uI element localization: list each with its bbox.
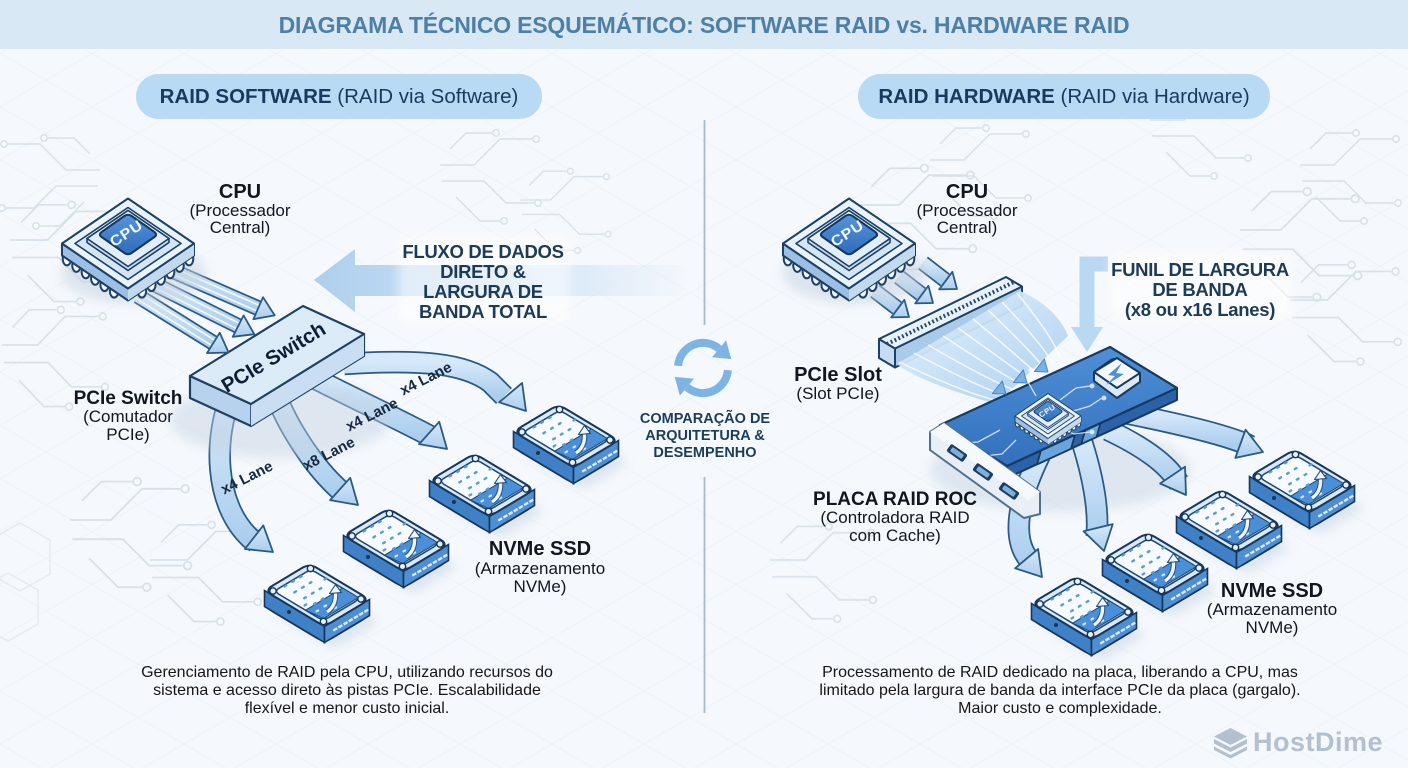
svg-text:DESEMPENHO: DESEMPENHO: [653, 445, 756, 461]
svg-text:Processamento de RAID dedicado: Processamento de RAID dedicado na placa,…: [822, 664, 1298, 681]
svg-text:NVMe): NVMe): [514, 577, 567, 596]
svg-text:NVMe): NVMe): [1246, 618, 1299, 637]
svg-text:ARQUITETURA &: ARQUITETURA &: [645, 428, 765, 444]
svg-text:(x8 ou x16 Lanes): (x8 ou x16 Lanes): [1125, 299, 1275, 320]
svg-text:sistema e acesso direto às pis: sistema e acesso direto às pistas PCIe. …: [153, 682, 541, 699]
svg-text:NVMe SSD: NVMe SSD: [489, 538, 591, 560]
svg-text:(Comutador: (Comutador: [83, 407, 173, 426]
svg-text:com Cache): com Cache): [849, 526, 941, 545]
svg-text:FLUXO DE DADOS: FLUXO DE DADOS: [402, 241, 563, 262]
svg-text:PCIe): PCIe): [106, 425, 149, 444]
svg-text:(Processador: (Processador: [189, 201, 290, 220]
svg-text:LARGURA DE: LARGURA DE: [423, 281, 543, 302]
svg-text:Maior custo e complexidade.: Maior custo e complexidade.: [958, 700, 1162, 717]
svg-text:DIAGRAMA TÉCNICO ESQUEMÁTICO:: DIAGRAMA TÉCNICO ESQUEMÁTICO: SOFTWARE R…: [279, 11, 1130, 38]
svg-text:DIRETO &: DIRETO &: [440, 261, 526, 282]
svg-text:CPU: CPU: [946, 181, 988, 203]
svg-text:PLACA RAID ROC: PLACA RAID ROC: [813, 489, 977, 510]
svg-text:FUNIL DE LARGURA: FUNIL DE LARGURA: [1111, 259, 1289, 280]
svg-text:(Slot PCIe): (Slot PCIe): [796, 384, 879, 403]
svg-text:(Processador: (Processador: [916, 201, 1017, 220]
svg-text:(Controladora RAID: (Controladora RAID: [820, 508, 969, 527]
svg-text:COMPARAÇÃO DE: COMPARAÇÃO DE: [640, 409, 771, 427]
svg-text:limitado pela largura de banda: limitado pela largura de banda da interf…: [819, 682, 1300, 699]
svg-text:Central): Central): [937, 218, 997, 237]
svg-text:BANDA TOTAL: BANDA TOTAL: [419, 301, 547, 322]
svg-text:NVMe SSD: NVMe SSD: [1221, 580, 1323, 602]
svg-text:flexível e menor custo inicial: flexível e menor custo inicial.: [245, 700, 450, 717]
svg-text:Gerenciamento de RAID pela CPU: Gerenciamento de RAID pela CPU, utilizan…: [141, 664, 553, 681]
svg-text:CPU: CPU: [219, 181, 261, 203]
svg-text:Central): Central): [210, 218, 270, 237]
svg-text:RAID HARDWARE (RAID via Hardwa: RAID HARDWARE (RAID via Hardware): [878, 85, 1249, 108]
svg-text:HostDime: HostDime: [1253, 727, 1383, 757]
svg-text:PCIe Slot: PCIe Slot: [794, 364, 882, 386]
svg-text:RAID SOFTWARE (RAID via Softwa: RAID SOFTWARE (RAID via Software): [160, 85, 519, 108]
svg-text:PCIe Switch: PCIe Switch: [74, 388, 183, 409]
svg-text:DE BANDA: DE BANDA: [1152, 279, 1247, 300]
svg-text:(Armazenamento: (Armazenamento: [475, 559, 605, 578]
svg-text:(Armazenamento: (Armazenamento: [1207, 600, 1337, 619]
